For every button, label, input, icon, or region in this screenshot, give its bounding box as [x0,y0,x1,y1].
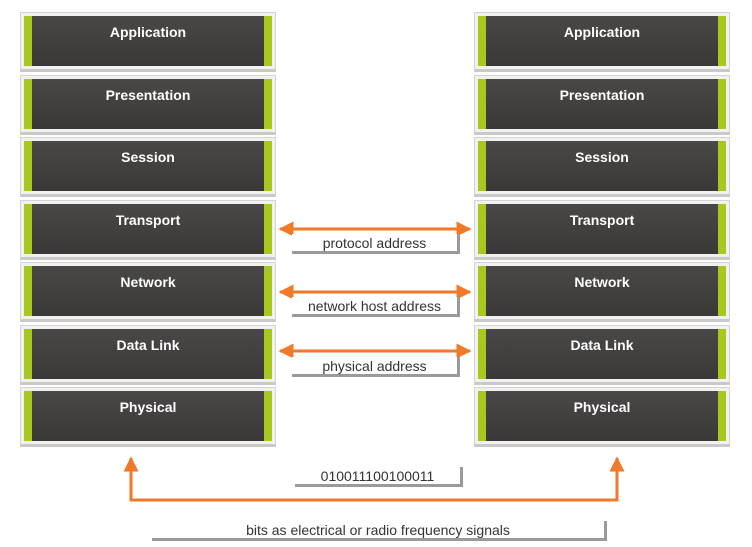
protocol-address-label: protocol address [292,234,460,254]
layer-label: Session [121,149,175,165]
right-layer-network: Network [474,262,730,322]
signals-caption: bits as electrical or radio frequency si… [152,521,607,541]
right-layer-data-link: Data Link [474,324,730,385]
left-layer-physical: Physical [20,387,276,447]
left-layer-data-link: Data Link [20,324,276,385]
layer-label: Network [574,274,630,290]
right-layer-physical: Physical [474,387,730,447]
left-layer-transport: Transport [20,199,276,260]
left-osi-stack: Application Presentation Session Transpo… [20,12,276,450]
layer-label: Session [575,149,629,165]
physical-arrow [123,456,625,502]
layer-label: Presentation [559,86,645,103]
left-layer-network: Network [20,262,276,322]
layer-label: Data Link [116,336,180,353]
layer-label: Network [120,274,176,290]
layer-label: Application [563,24,641,40]
left-layer-presentation: Presentation [20,74,276,135]
physical-address-label: physical address [292,357,460,377]
left-layer-application: Application [20,12,276,72]
layer-label: Physical [573,399,631,415]
layer-label: Data Link [570,336,634,353]
layer-label: Application [109,24,187,40]
right-layer-presentation: Presentation [474,74,730,135]
network-host-address-label: network host address [292,297,460,317]
layer-label: Physical [119,399,177,415]
left-layer-session: Session [20,137,276,197]
right-osi-stack: Application Presentation Session Transpo… [474,12,730,450]
right-layer-session: Session [474,137,730,197]
layer-label: Transport [569,211,635,228]
layer-label: Transport [115,211,181,228]
layer-label: Presentation [105,86,191,103]
bitstream-label: 010011100100011 [295,467,463,487]
right-layer-application: Application [474,12,730,72]
right-layer-transport: Transport [474,199,730,260]
